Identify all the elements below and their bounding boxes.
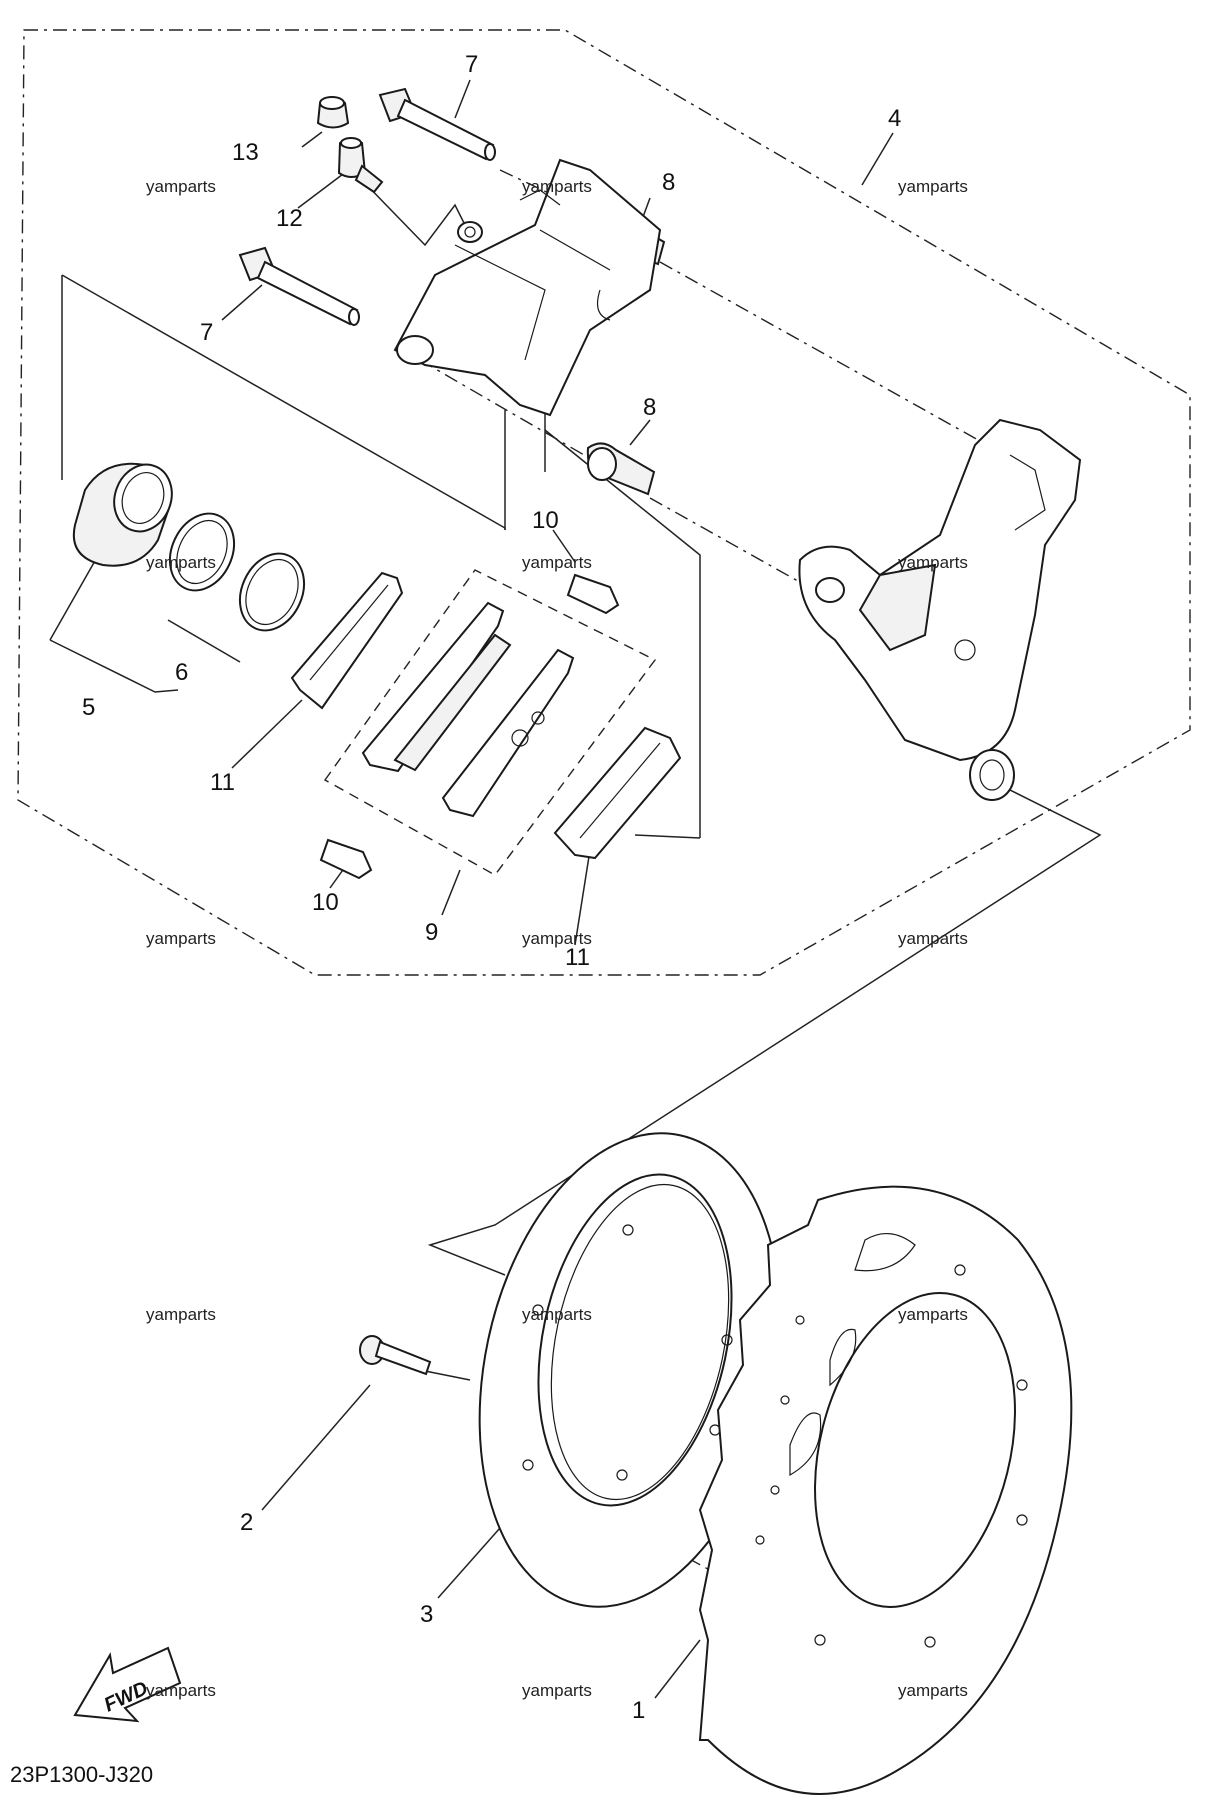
disc-bolt [359, 1335, 432, 1376]
watermark: yamparts [146, 929, 216, 948]
brake-disc-rotor [698, 1185, 1073, 1795]
caliper-assembly-boundary [17, 29, 1191, 976]
dust-seal [238, 552, 306, 632]
drawing-code: 23P1300-J320 [10, 1762, 153, 1787]
caliper-body [393, 158, 662, 417]
caliper-pin-bolt-upper [378, 87, 496, 161]
watermark: yamparts [898, 553, 968, 572]
brake-disc-hub-ring [478, 1132, 782, 1608]
callout-7-upper: 7 [465, 51, 478, 78]
pin-boot-lower [586, 442, 656, 496]
caliper-pin-bolt-lower [238, 246, 360, 326]
callout-9: 9 [425, 919, 438, 946]
brake-pad-inner [441, 648, 575, 818]
callout-6: 6 [175, 659, 188, 686]
bleed-screw-cap [316, 96, 350, 129]
callout-5: 5 [82, 694, 95, 721]
watermark: yamparts [898, 177, 968, 196]
watermark: yamparts [898, 1681, 968, 1700]
brake-pad-outer [361, 601, 512, 773]
watermark: yamparts [146, 553, 216, 572]
watermark: yamparts [146, 1305, 216, 1324]
watermark: yamparts [522, 177, 592, 196]
watermark: yamparts [522, 1305, 592, 1324]
bleed-screw [337, 137, 384, 194]
callout-13: 13 [232, 139, 259, 166]
watermark: yamparts [146, 1681, 216, 1700]
pad-spring-upper [566, 573, 620, 615]
watermark: yamparts [146, 177, 216, 196]
watermark: yamparts [898, 929, 968, 948]
callout-1: 1 [632, 1697, 645, 1724]
callout-numbers: 1 2 3 4 5 6 7 7 8 8 9 10 10 11 11 12 13 [82, 51, 901, 1724]
callout-3: 3 [420, 1601, 433, 1628]
callout-10-upper: 10 [532, 507, 559, 534]
callout-7-lower: 7 [200, 319, 213, 346]
caliper-piston [72, 462, 173, 567]
watermark: yamparts [522, 929, 592, 948]
watermark: yamparts [522, 1681, 592, 1700]
watermarks: yamparts yamparts yamparts yamparts yamp… [146, 177, 968, 1700]
pad-shim-right [553, 726, 682, 860]
piston-seal [168, 512, 236, 592]
callout-11-left: 11 [210, 769, 235, 796]
callout-4: 4 [888, 105, 901, 132]
callout-10-lower: 10 [312, 889, 339, 916]
pad-kit-boundary [323, 569, 657, 876]
watermark: yamparts [898, 1305, 968, 1324]
caliper-bracket [798, 418, 1082, 801]
pad-shim-left [290, 571, 404, 710]
callout-2: 2 [240, 1509, 253, 1536]
pad-spring-lower [319, 838, 373, 880]
callout-12: 12 [276, 205, 303, 232]
watermark: yamparts [522, 553, 592, 572]
callout-11-right: 11 [565, 944, 590, 971]
callout-8-upper: 8 [662, 169, 675, 196]
callout-8-lower: 8 [643, 394, 656, 421]
